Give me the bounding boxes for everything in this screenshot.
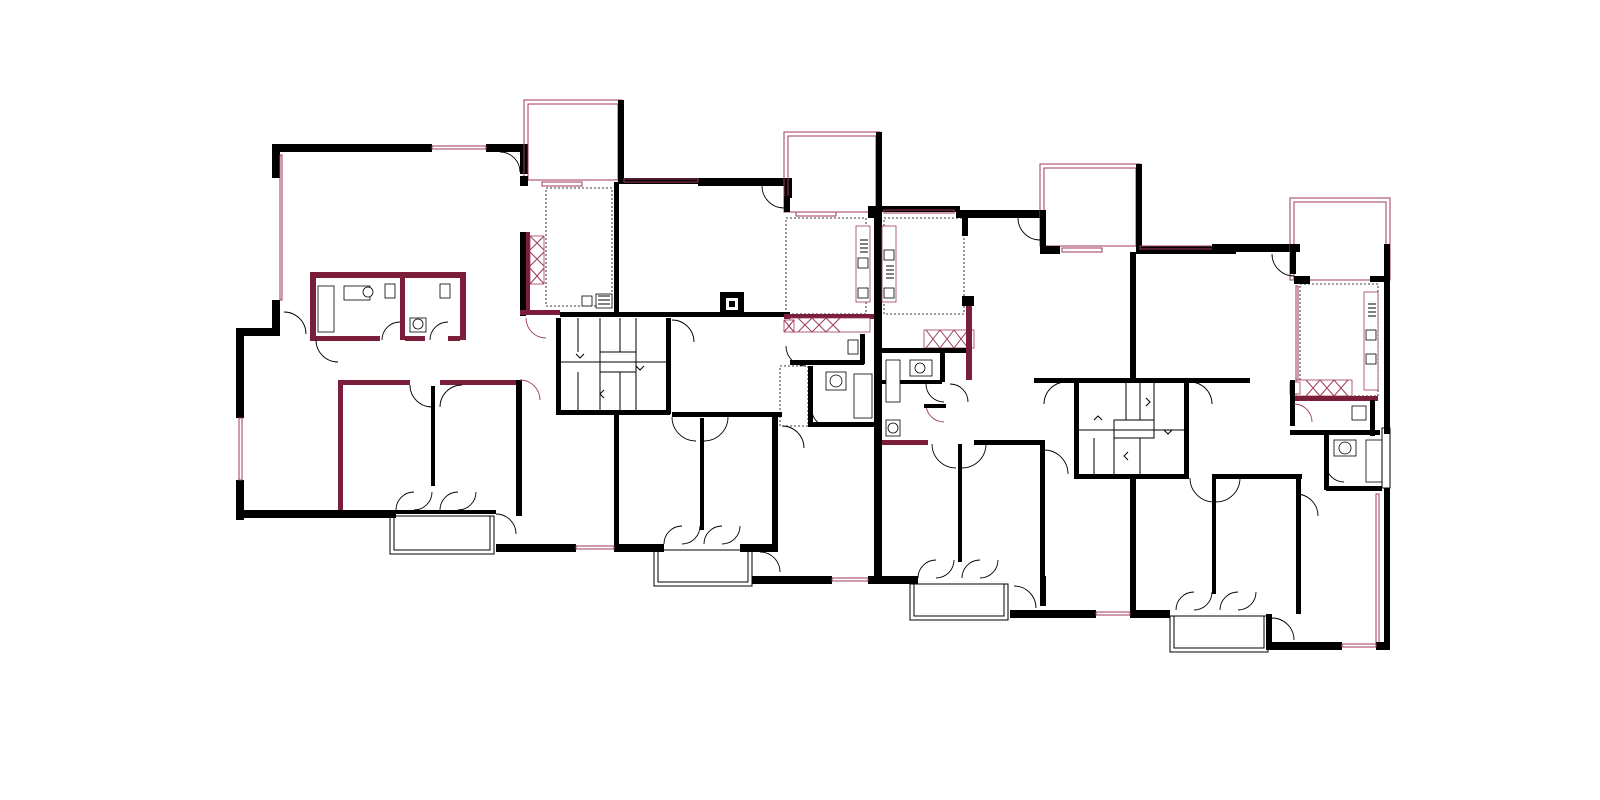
- unit-1: [236, 144, 541, 555]
- unit-3: [752, 131, 918, 584]
- unit-5: [1169, 197, 1391, 653]
- unit-2: [496, 99, 792, 587]
- unit-4: [880, 163, 1300, 621]
